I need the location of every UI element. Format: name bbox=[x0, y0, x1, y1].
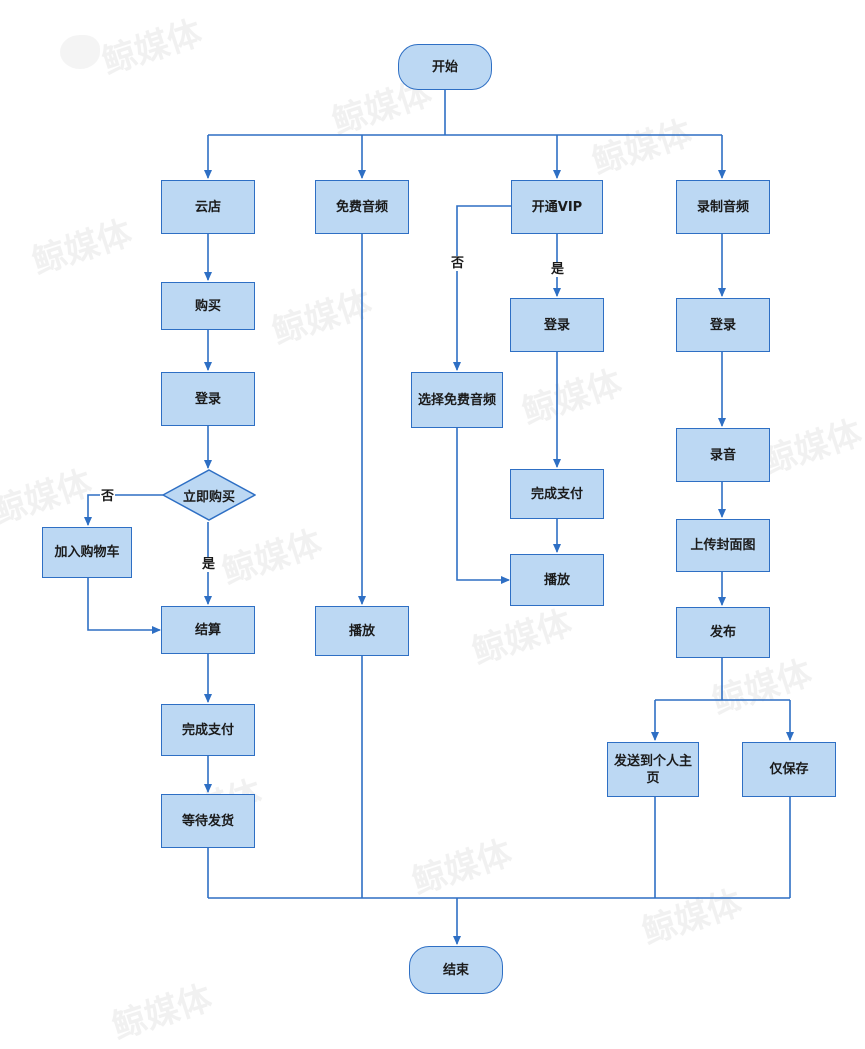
login-node: 登录 bbox=[161, 372, 255, 426]
publish-node: 发布 bbox=[676, 607, 770, 658]
edge-label-no: 否 bbox=[100, 489, 116, 504]
connector bbox=[456, 428, 510, 584]
checkout-node: 结算 bbox=[161, 606, 255, 654]
edge-label-yes: 是 bbox=[201, 557, 217, 572]
buy-now-label: 立即购买 bbox=[182, 489, 235, 505]
open-vip-node: 开通VIP bbox=[511, 180, 603, 234]
connector-no bbox=[84, 494, 163, 526]
connector-no bbox=[453, 205, 511, 371]
play-node: 播放 bbox=[315, 606, 409, 656]
vip-login-node: 登录 bbox=[510, 298, 604, 352]
end-node: 结束 bbox=[409, 946, 503, 994]
upload-cover-node: 上传封面图 bbox=[676, 519, 770, 572]
vip-pay-node: 完成支付 bbox=[510, 469, 604, 519]
connector bbox=[87, 578, 161, 634]
wait-ship-node: 等待发货 bbox=[161, 794, 255, 848]
cloud-store-node: 云店 bbox=[161, 180, 255, 234]
vip-play-node: 播放 bbox=[510, 554, 604, 606]
buy-now-decision: 立即购买 bbox=[162, 469, 256, 521]
buy-node: 购买 bbox=[161, 282, 255, 330]
pay-node: 完成支付 bbox=[161, 704, 255, 756]
choose-free-audio-node: 选择免费音频 bbox=[411, 372, 503, 428]
record-node: 录音 bbox=[676, 428, 770, 482]
free-audio-node: 免费音频 bbox=[315, 180, 409, 234]
start-node: 开始 bbox=[398, 44, 492, 90]
flowchart: 鲸媒体 鲸媒体 鲸媒体 鲸媒体 鲸媒体 鲸媒体 鲸媒体 鲸媒体 鲸媒体 鲸媒体 … bbox=[0, 13, 865, 1048]
record-audio-node: 录制音频 bbox=[676, 180, 770, 234]
edge-label-yes: 是 bbox=[550, 262, 566, 277]
edge-label-no: 否 bbox=[450, 256, 466, 271]
send-home-node: 发送到个人主页 bbox=[607, 742, 699, 797]
record-login-node: 登录 bbox=[676, 298, 770, 352]
connectors bbox=[84, 90, 794, 945]
save-only-node: 仅保存 bbox=[742, 742, 836, 797]
add-cart-node: 加入购物车 bbox=[42, 527, 132, 578]
